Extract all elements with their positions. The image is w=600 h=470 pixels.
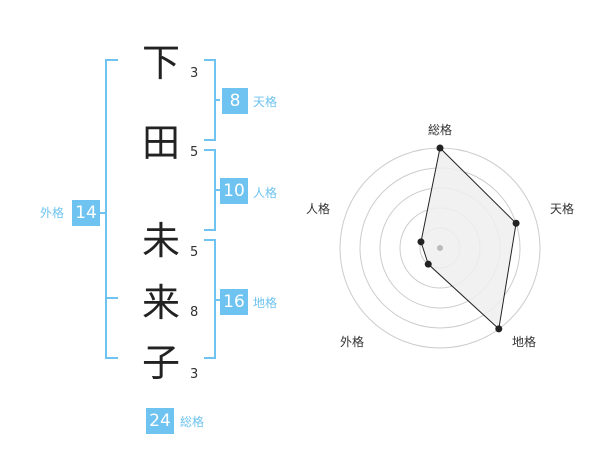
- name-char-3: 未: [142, 219, 181, 263]
- radar-axis-label-1: 総格: [428, 122, 452, 137]
- radar-point-1: [436, 144, 444, 152]
- radar-point-3: [495, 325, 503, 333]
- radar-axis-label-3: 地格: [512, 334, 536, 349]
- radar-series-polygon: [420, 146, 517, 330]
- soukaku-label: 総格: [180, 415, 205, 429]
- name-char-2: 田: [142, 121, 181, 165]
- radar-point-4: [424, 260, 432, 268]
- stroke-count-1: 3: [190, 66, 199, 81]
- gaikaku-label: 外格: [40, 206, 65, 220]
- radar-axis-label-5: 人格: [306, 201, 330, 216]
- name-char-1: 下: [142, 41, 181, 85]
- name-char-4: 来: [142, 281, 181, 325]
- jinkaku-label: 人格: [253, 186, 278, 200]
- stroke-count-2: 5: [190, 145, 199, 160]
- radar-axis-label-4: 外格: [340, 334, 364, 349]
- stroke-count-5: 3: [190, 367, 199, 382]
- gaikaku-bracket: [105, 59, 118, 359]
- radar-point-5: [417, 238, 425, 246]
- gaikaku-value-badge: 14: [72, 200, 100, 226]
- radar-center-dot: [437, 245, 443, 251]
- radar-axis-label-2: 天格: [550, 201, 574, 216]
- chikaku-value-badge: 16: [220, 289, 248, 315]
- jinkaku-value-badge: 10: [220, 178, 248, 204]
- tenkaku-value-badge: 8: [222, 88, 248, 114]
- stroke-count-4: 8: [190, 305, 199, 320]
- radar-point-2: [512, 219, 520, 227]
- chikaku-label: 地格: [253, 296, 278, 310]
- soukaku-value-badge: 24: [146, 408, 174, 434]
- name-char-5: 子: [142, 341, 181, 385]
- tenkaku-label: 天格: [253, 95, 278, 109]
- stroke-count-3: 5: [190, 245, 199, 260]
